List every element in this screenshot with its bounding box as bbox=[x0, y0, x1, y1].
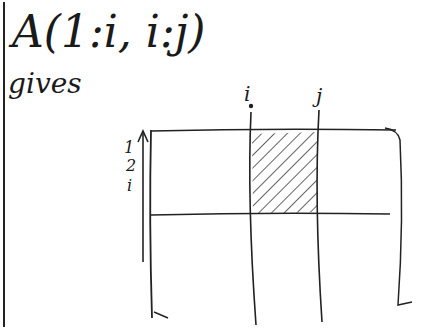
matrix-right bbox=[385, 128, 412, 305]
column-dot bbox=[249, 104, 253, 108]
row-label: 2 bbox=[126, 158, 136, 174]
row-label: 1 bbox=[124, 140, 134, 156]
arrow-head bbox=[138, 131, 148, 142]
margin-line bbox=[3, 2, 5, 327]
hatched-block bbox=[252, 132, 317, 214]
column-label: j bbox=[316, 86, 322, 106]
column-j-line bbox=[317, 110, 322, 322]
matrix-top bbox=[151, 129, 396, 131]
matrix-corner bbox=[154, 312, 168, 318]
note-text: gives bbox=[8, 70, 82, 98]
column-i-line bbox=[250, 112, 256, 325]
matrix-left bbox=[150, 130, 152, 318]
row-range-line bbox=[142, 132, 144, 262]
row-i-line bbox=[151, 213, 390, 215]
row-label: i bbox=[127, 178, 132, 194]
expression-heading: A(1:i, i:j) bbox=[12, 10, 206, 54]
column-label: i bbox=[244, 84, 250, 104]
